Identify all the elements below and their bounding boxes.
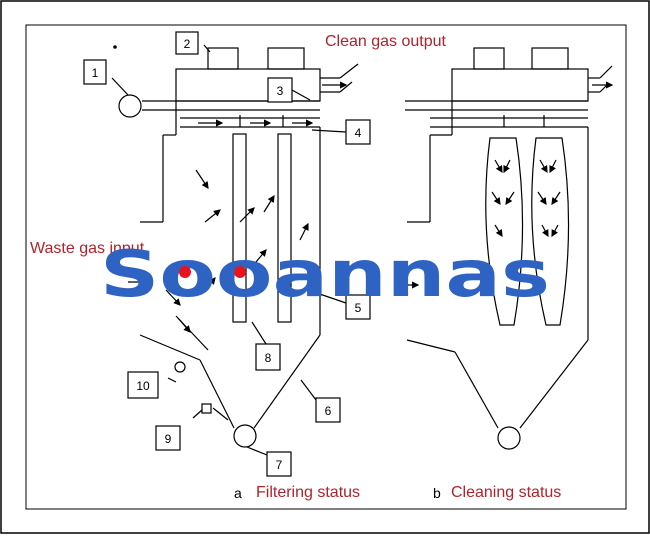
callout-4-box: [345, 119, 371, 145]
callout-1-box: [83, 59, 107, 85]
clean-gas-chamber: [175, 68, 321, 102]
panel-a-label: a: [234, 485, 242, 501]
callout-4: 4: [355, 126, 362, 140]
callout-6: 6: [325, 404, 332, 418]
callout-8-box: [255, 343, 281, 371]
callout-9: 9: [165, 432, 172, 446]
callout-5: 5: [355, 301, 362, 315]
callout-3: 3: [277, 84, 284, 98]
callout-10-box: [127, 371, 159, 399]
watermark-dot-1: [179, 266, 191, 278]
callout-3-box: [267, 77, 293, 103]
filter-bag-1: [232, 133, 247, 323]
callout-9-box: [155, 425, 181, 451]
callout-2: 2: [184, 37, 191, 51]
discharge-valve: [233, 424, 257, 448]
watermark-text: Sooannas: [100, 238, 550, 312]
bag-cleaning-1: [485, 137, 524, 326]
cleaning-status-label: Cleaning status: [451, 484, 561, 501]
filter-bag-2: [277, 133, 292, 323]
callout-2-box: [175, 31, 199, 55]
top-box-right: [267, 47, 305, 70]
callout-5-box: [345, 294, 371, 320]
callout-10: 10: [136, 379, 150, 393]
air-tank: [118, 94, 142, 118]
cleaning-unit: [405, 47, 614, 450]
callouts: [83, 31, 371, 477]
sooannas-watermark: Sooannas: [100, 238, 550, 312]
panel-b-label: b: [433, 485, 441, 501]
level-sensor: [201, 403, 212, 414]
vibrator-motor: [174, 361, 186, 373]
watermark-dot-2: [234, 266, 246, 278]
waste-gas-input-label: Waste gas input: [30, 240, 145, 257]
callout-7: 7: [276, 458, 283, 472]
bag-cleaning-2: [531, 137, 570, 326]
clean-gas-chamber-b: [451, 68, 589, 102]
clean-gas-output-label: Clean gas output: [325, 33, 447, 50]
discharge-valve-b: [497, 426, 521, 450]
top-box-left: [207, 47, 239, 70]
inner-frame: [25, 24, 627, 510]
callout-8: 8: [265, 351, 272, 365]
callout-7-box: [266, 451, 292, 477]
callout-6-box: [315, 397, 341, 423]
callout-1: 1: [92, 66, 99, 80]
filtering-status-label: Filtering status: [256, 484, 360, 501]
